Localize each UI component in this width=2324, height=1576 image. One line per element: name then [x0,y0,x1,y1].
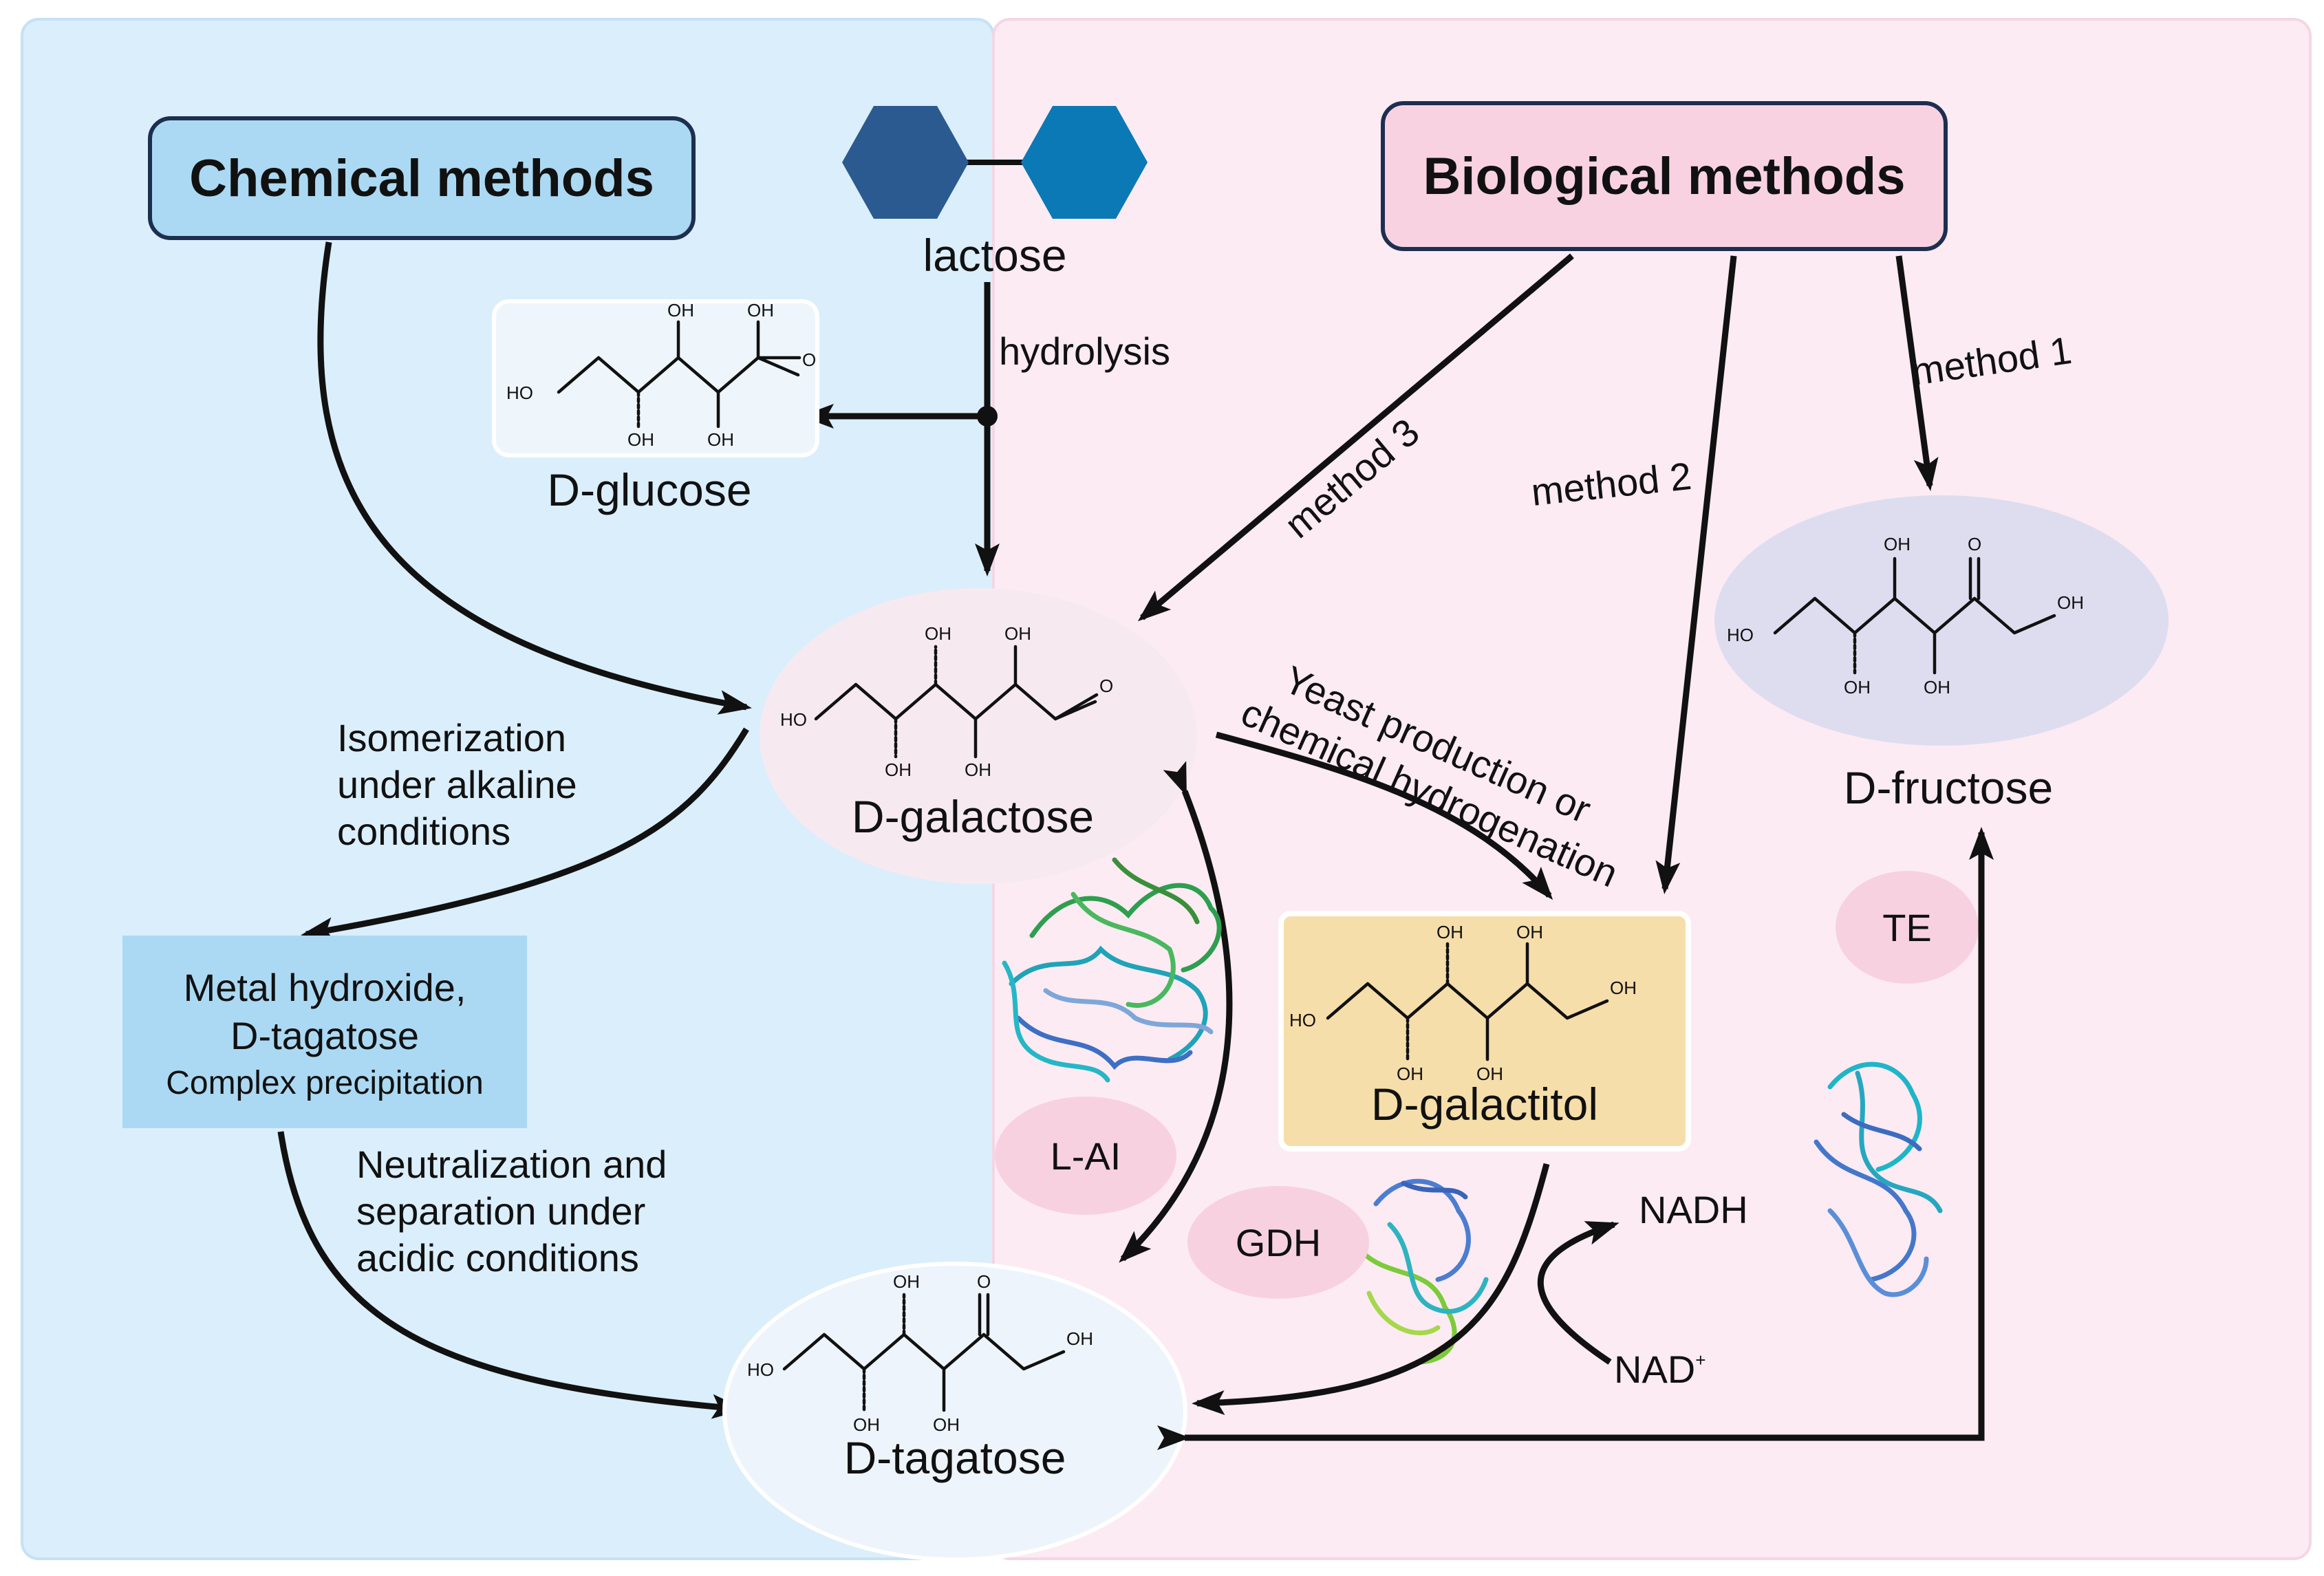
neutralization-line1: Neutralization and [356,1143,667,1186]
neutralization-arrow [277,1131,745,1419]
d-galactose-label: D-galactose [852,791,1094,842]
svg-text:OH: OH [965,759,991,780]
neutralization-line3: acidic conditions [356,1236,639,1280]
isomerization-line3: conditions [337,810,510,853]
svg-text:OH: OH [747,300,774,321]
te-reversible-arrow [1157,827,1994,1450]
chemical-methods-title: Chemical methods [189,149,654,208]
d-fructose-label: D-fructose [1844,762,2053,813]
lactose-icon [842,106,1148,219]
svg-text:OH: OH [1844,677,1871,698]
d-fructose-ellipse [1714,495,2169,746]
te-label: TE [1882,906,1932,949]
hydrolysis-label: hydrolysis [999,330,1170,373]
svg-text:OH: OH [1884,534,1911,554]
svg-text:OH: OH [2057,592,2084,613]
l-ai-protein-icon [1002,857,1222,1083]
svg-text:OH: OH [1516,922,1543,942]
chemical-methods-box [148,116,696,240]
d-glucose-structure: HO OH OH OH OH O [506,300,816,450]
d-tagatose-label: D-tagatose [844,1432,1066,1483]
chemical-to-galactose-arrow [317,241,752,715]
svg-text:OH: OH [1610,978,1637,998]
svg-text:OH: OH [667,300,694,321]
d-galactitol-label: D-galactitol [1371,1079,1598,1130]
svg-text:HO: HO [506,382,533,403]
svg-text:OH: OH [933,1414,960,1435]
d-tagatose-structure: HO OH OH OH O OH [747,1271,1093,1435]
svg-text:HO: HO [1289,1010,1316,1030]
method1-arrow [1895,255,1939,491]
d-galactose-structure: HO OH OH OH OH O [780,623,1113,780]
method2-arrow [1655,255,1737,894]
svg-text:OH: OH [925,623,951,644]
d-tagatose-ellipse [722,1262,1187,1562]
nadh-label: NADH [1639,1188,1748,1231]
svg-text:OH: OH [1437,922,1463,942]
metal-box-line3: Complex precipitation [166,1065,484,1101]
l-ai-label: L-AI [1051,1134,1121,1178]
d-glucose-label: D-glucose [547,464,751,515]
svg-text:O: O [977,1271,991,1292]
svg-text:HO: HO [747,1359,774,1380]
svg-text:HO: HO [1727,625,1754,645]
svg-text:OH: OH [1066,1328,1093,1349]
nad-label: NAD+ [1614,1348,1706,1391]
biological-methods-box [1381,101,1948,251]
svg-text:OH: OH [853,1414,880,1435]
biological-methods-title: Biological methods [1423,147,1906,206]
metal-box-line2: D-tagatose [230,1014,419,1057]
l-ai-badge [995,1097,1176,1215]
isomerization-line2: under alkaline [337,763,577,806]
d-galactose-ellipse [760,588,1197,884]
svg-text:O: O [802,349,816,370]
svg-text:OH: OH [1004,623,1031,644]
svg-text:OH: OH [627,429,654,450]
lactose-label: lactose [923,230,1066,281]
svg-text:HO: HO [780,709,807,730]
gdh-label: GDH [1236,1221,1321,1264]
method3-arrow [1137,253,1574,622]
svg-text:OH: OH [707,429,734,450]
isomerization-line1: Isomerization [337,716,566,759]
branch-point [977,406,998,427]
svg-text:OH: OH [893,1271,920,1292]
svg-text:OH: OH [885,759,912,780]
svg-text:OH: OH [1924,677,1950,698]
svg-text:O: O [1099,676,1113,696]
svg-text:O: O [1968,534,1981,554]
d-fructose-structure: HO OH OH OH O OH [1727,534,2084,698]
metal-hydroxide-box [122,936,527,1128]
metal-box-line1: Metal hydroxide, [184,966,466,1009]
isomerization-arrow [301,727,749,942]
neutralization-line2: separation under [356,1189,645,1233]
